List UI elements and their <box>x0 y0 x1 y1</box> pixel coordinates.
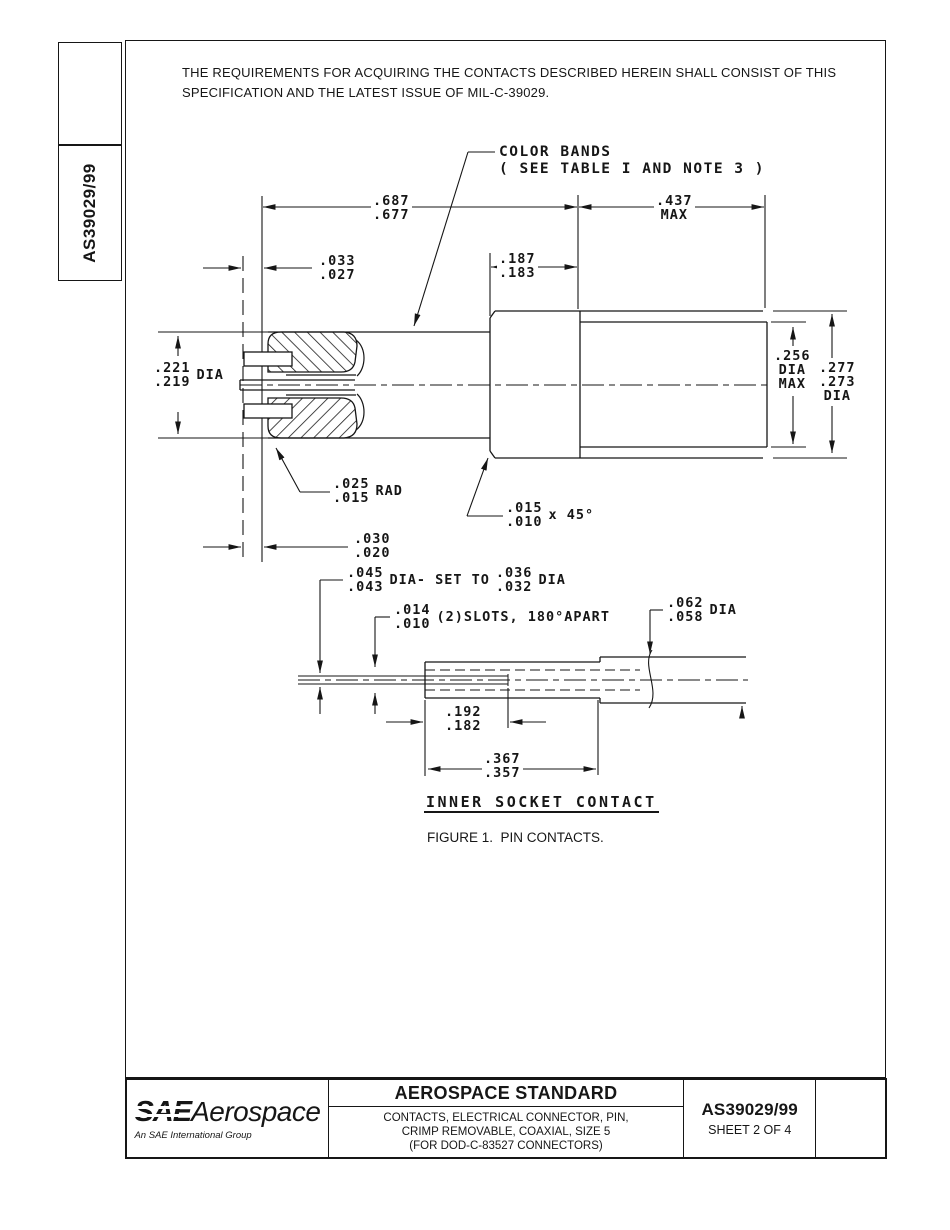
requirements-notice: THE REQUIREMENTS FOR ACQUIRING THE CONTA… <box>182 63 842 103</box>
sidebar-doc-number-box: AS39029/99 <box>58 145 122 281</box>
figure-caption: FIGURE 1. PIN CONTACTS. <box>427 830 604 845</box>
dim-set-diameter: .045.043 DIA- SET TO .036.032 DIA <box>345 565 568 595</box>
title-block: SAE Aerospace An SAE International Group… <box>125 1078 887 1159</box>
dim-radius: .025.015 RAD <box>331 476 405 506</box>
inner-socket-contact-label: INNER SOCKET CONTACT <box>424 793 659 813</box>
sidebar-empty-box <box>58 42 122 145</box>
subtitle-line: CONTACTS, ELECTRICAL CONNECTOR, PIN, <box>383 1112 629 1124</box>
dim-chamfer: .015.010 x 45° <box>504 500 597 530</box>
aerospace-logo-text: Aerospace <box>191 1096 321 1127</box>
content-border <box>125 40 886 1078</box>
dim-slots: .014.010 (2)SLOTS, 180°APART <box>392 602 612 632</box>
doc-type-heading: AEROSPACE STANDARD <box>328 1080 684 1107</box>
notice-line: THE REQUIREMENTS FOR ACQUIRING THE CONTA… <box>182 65 837 80</box>
doc-number: AS39029/99 <box>701 1100 798 1119</box>
note-line: COLOR BANDS <box>499 144 612 160</box>
note-line: ( SEE TABLE I AND NOTE 3 ) <box>499 161 765 177</box>
dim-recess: .030.020 <box>352 531 393 561</box>
lower-figure-inner-socket <box>298 579 748 776</box>
dim-shoulder-width: .033.027 <box>317 253 358 283</box>
dim-front-diameter: .221.219 DIA <box>152 360 226 390</box>
dim-band-zone: .187.183 <box>497 251 538 281</box>
sheet-number: SHEET 2 OF 4 <box>708 1123 792 1137</box>
logo-tagline: An SAE International Group <box>134 1130 252 1141</box>
title-block-logo-cell: SAE Aerospace An SAE International Group <box>127 1080 329 1157</box>
color-bands-note: COLOR BANDS ( SEE TABLE I AND NOTE 3 ) <box>497 144 767 178</box>
dim-socket-length: .367.357 <box>482 751 523 781</box>
sae-logo-text: SAE <box>133 1096 193 1128</box>
subtitle-line: (FOR DOD-C-83527 CONNECTORS) <box>409 1140 603 1152</box>
title-block-end-cell <box>816 1080 885 1157</box>
sae-aerospace-logo: SAE Aerospace An SAE International Group <box>133 1096 321 1141</box>
title-block-number-cell: AS39029/99 SHEET 2 OF 4 <box>684 1080 817 1157</box>
dim-socket-depth: .192.182 <box>443 704 484 734</box>
doc-subtitle: CONTACTS, ELECTRICAL CONNECTOR, PIN, CRI… <box>329 1107 683 1157</box>
title-block-middle-cell: AEROSPACE STANDARD CONTACTS, ELECTRICAL … <box>328 1080 685 1157</box>
notice-line: SPECIFICATION AND THE LATEST ISSUE OF MI… <box>182 85 550 100</box>
upper-figure-pin-contact <box>158 151 847 562</box>
subtitle-line: CRIMP REMOVABLE, COAXIAL, SIZE 5 <box>401 1126 611 1138</box>
logo-stripe <box>133 1106 193 1109</box>
dim-tube-diameter: .062.058 DIA <box>665 595 739 625</box>
dim-overall-length: .687.677 <box>371 193 412 223</box>
logo-stripe <box>133 1114 193 1117</box>
